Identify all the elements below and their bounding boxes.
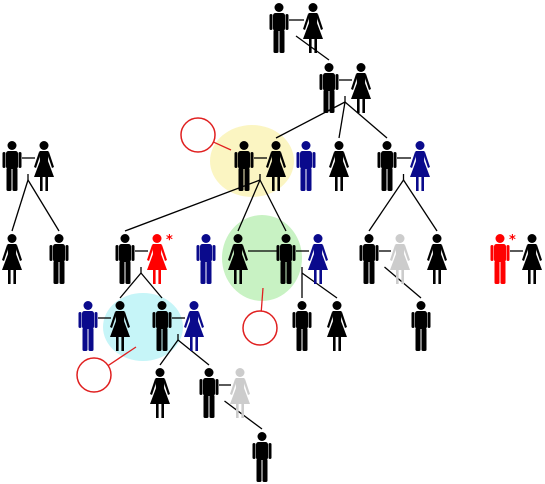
descent-line bbox=[237, 179, 261, 232]
man-icon bbox=[199, 368, 219, 418]
marker-asterisk: * bbox=[166, 233, 173, 248]
descent-line bbox=[124, 179, 261, 232]
man-icon bbox=[292, 301, 312, 351]
woman-icon bbox=[327, 301, 347, 351]
man-icon bbox=[359, 234, 379, 284]
man-icon bbox=[296, 141, 316, 191]
woman-icon bbox=[266, 141, 286, 191]
callout-circle bbox=[76, 357, 112, 393]
descent-line bbox=[159, 339, 179, 366]
woman-icon bbox=[427, 234, 447, 284]
descent-line bbox=[344, 101, 388, 139]
man-icon bbox=[276, 234, 296, 284]
descent-line bbox=[275, 101, 346, 139]
man-icon bbox=[319, 63, 339, 113]
man-icon bbox=[115, 234, 135, 284]
descent-line bbox=[11, 179, 29, 232]
man-icon bbox=[252, 432, 272, 482]
man-icon bbox=[49, 234, 69, 284]
callout-leader bbox=[213, 141, 232, 151]
woman-icon bbox=[147, 234, 167, 284]
descent-line bbox=[259, 179, 287, 232]
man-icon bbox=[234, 141, 254, 191]
descent-line bbox=[27, 179, 60, 232]
descent-line bbox=[338, 101, 346, 139]
man-icon bbox=[196, 234, 216, 284]
callout-layer bbox=[76, 117, 278, 393]
woman-icon bbox=[351, 63, 371, 113]
man-icon bbox=[78, 301, 98, 351]
woman-icon bbox=[522, 234, 542, 284]
man-icon bbox=[2, 141, 22, 191]
callout-circle bbox=[242, 310, 278, 346]
woman-icon bbox=[303, 3, 323, 53]
woman-icon bbox=[329, 141, 349, 191]
woman-icon bbox=[2, 234, 22, 284]
man-icon bbox=[411, 301, 431, 351]
woman-icon bbox=[410, 141, 430, 191]
descent-line bbox=[368, 179, 405, 232]
marker-asterisk: * bbox=[509, 233, 516, 248]
descent-line bbox=[301, 272, 338, 299]
descent-line bbox=[119, 272, 142, 299]
descent-line bbox=[177, 339, 210, 366]
man-icon bbox=[152, 301, 172, 351]
woman-icon bbox=[228, 234, 248, 284]
woman-icon bbox=[308, 234, 328, 284]
man-icon bbox=[490, 234, 510, 284]
descent-line bbox=[402, 179, 438, 232]
woman-icon bbox=[230, 368, 250, 418]
woman-icon bbox=[150, 368, 170, 418]
descent-line bbox=[295, 35, 330, 61]
woman-icon bbox=[184, 301, 204, 351]
woman-icon bbox=[110, 301, 130, 351]
descent-line bbox=[140, 272, 163, 299]
man-icon bbox=[377, 141, 397, 191]
man-icon bbox=[269, 3, 289, 53]
callout-leader bbox=[260, 287, 264, 312]
woman-icon bbox=[390, 234, 410, 284]
woman-icon bbox=[34, 141, 54, 191]
callout-leader bbox=[107, 346, 137, 367]
callout-circle bbox=[180, 117, 216, 153]
